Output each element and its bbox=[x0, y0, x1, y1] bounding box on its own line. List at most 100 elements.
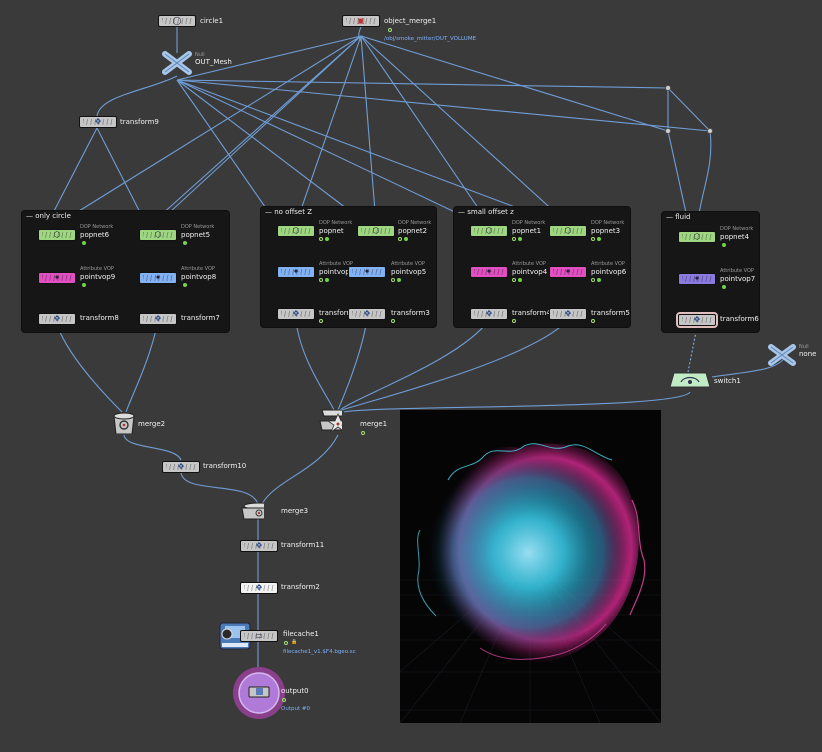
pointvop9-flag bbox=[82, 283, 86, 287]
transform3-label: transform3 bbox=[391, 309, 430, 317]
popnet2-flag-ring bbox=[398, 237, 402, 241]
transform11-node[interactable]: ✥ bbox=[240, 540, 278, 552]
pointvop-node[interactable]: ✦ bbox=[277, 266, 315, 278]
pointvop6-node[interactable]: ✦ bbox=[549, 266, 587, 278]
dop-icon: ⬡ bbox=[693, 232, 701, 241]
transform-icon: ✥ bbox=[255, 583, 263, 592]
viewport-render[interactable] bbox=[400, 410, 661, 723]
network-box-title: — only circle bbox=[26, 212, 71, 220]
transform9-node[interactable]: ✥ bbox=[79, 116, 117, 128]
popnet5-node[interactable]: ⬡ bbox=[139, 229, 177, 241]
popnet-type: DOP Network bbox=[319, 220, 353, 226]
popnet1-type: DOP Network bbox=[512, 220, 546, 226]
vop-icon: ✦ bbox=[53, 273, 61, 282]
popnet1-flag bbox=[518, 237, 522, 241]
pointvop4-flag bbox=[518, 278, 522, 282]
popnet6-node[interactable]: ⬡ bbox=[38, 229, 76, 241]
none-label: none bbox=[799, 350, 817, 358]
dop-icon: ⬡ bbox=[485, 226, 493, 235]
popnet2-flag bbox=[404, 237, 408, 241]
dop-icon: ⬡ bbox=[372, 226, 380, 235]
pointvop5-node[interactable]: ✦ bbox=[348, 266, 386, 278]
filecache1-label: filecache1 bbox=[283, 630, 319, 638]
dop-icon: ⬡ bbox=[564, 226, 572, 235]
merge2-label: merge2 bbox=[138, 420, 166, 428]
pointvop6-label: pointvop6 bbox=[591, 268, 627, 276]
object-merge1-flag bbox=[388, 28, 392, 32]
out-mesh-null-icon[interactable] bbox=[162, 51, 192, 75]
pointvop4-node[interactable]: ✦ bbox=[470, 266, 508, 278]
popnet3-node[interactable]: ⬡ bbox=[549, 225, 587, 237]
object-merge-icon: ▣ bbox=[357, 16, 365, 25]
pointvop5-label: pointvop5 bbox=[391, 268, 427, 276]
popnet2-node[interactable]: ⬡ bbox=[357, 225, 395, 237]
pointvop9-type: Attribute VOP bbox=[80, 266, 114, 272]
transform-icon: ✥ bbox=[154, 314, 162, 323]
transform5-node[interactable]: ✥ bbox=[549, 308, 587, 320]
transform10-label: transform10 bbox=[203, 462, 247, 470]
transform-label: transform bbox=[319, 309, 354, 317]
vop-icon: ✦ bbox=[564, 267, 572, 276]
transform-icon: ✥ bbox=[363, 309, 371, 318]
pointvop4-type: Attribute VOP bbox=[512, 261, 546, 267]
switch1-node[interactable] bbox=[669, 371, 711, 391]
object-merge1-path[interactable]: /obj/smoke_mitter/OUT_VOLLUME bbox=[384, 36, 477, 42]
object-merge1-node[interactable]: ▣ bbox=[342, 15, 380, 27]
popnet1-label: popnet1 bbox=[512, 227, 542, 235]
pointvop7-node[interactable]: ✦ bbox=[678, 273, 716, 285]
popnet4-type: DOP Network bbox=[720, 226, 754, 232]
transform10-node[interactable]: ✥ bbox=[162, 461, 200, 473]
network-box-title: — no offset Z bbox=[265, 208, 313, 216]
pointvop8-type: Attribute VOP bbox=[181, 266, 215, 272]
wire-dot-2[interactable] bbox=[665, 128, 671, 134]
transform11-label: transform11 bbox=[281, 541, 325, 549]
pointvop5-type: Attribute VOP bbox=[391, 261, 425, 267]
transform8-node[interactable]: ✥ bbox=[38, 313, 76, 325]
transform-icon: ✥ bbox=[177, 462, 185, 471]
wire-dot-1[interactable] bbox=[665, 85, 671, 91]
transform3-flag-ring bbox=[391, 319, 395, 323]
pointvop7-label: pointvop7 bbox=[720, 275, 756, 283]
output-icon[interactable] bbox=[232, 666, 286, 720]
filecache1-flag-ring bbox=[284, 641, 288, 645]
popnet3-type: DOP Network bbox=[591, 220, 625, 226]
merge3-node[interactable] bbox=[240, 502, 264, 526]
transform4-flag-ring bbox=[512, 319, 516, 323]
wire-dot-3[interactable] bbox=[707, 128, 713, 134]
popnet1-node[interactable]: ⬡ bbox=[470, 225, 508, 237]
merge1-node[interactable] bbox=[318, 408, 342, 432]
output0-label: output0 bbox=[281, 687, 309, 695]
pointvop9-node[interactable]: ✦ bbox=[38, 272, 76, 284]
transform-icon: ✥ bbox=[94, 117, 102, 126]
transform4-node[interactable]: ✥ bbox=[470, 308, 508, 320]
popnet6-type: DOP Network bbox=[80, 224, 114, 230]
pointvop9-label: pointvop9 bbox=[80, 273, 116, 281]
vop-icon: ✦ bbox=[154, 273, 162, 282]
filecache1-path[interactable]: filecache1_v1.$F4.bgeo.sc bbox=[283, 649, 356, 655]
transform2-node[interactable]: ✥ bbox=[240, 582, 278, 594]
pointvop6-flag bbox=[597, 278, 601, 282]
circle-icon: ◯ bbox=[172, 16, 182, 25]
popnet3-label: popnet3 bbox=[591, 227, 621, 235]
popnet2-label: popnet2 bbox=[398, 227, 428, 235]
object-merge1-label: object_merge1 bbox=[384, 17, 437, 25]
transform3-node[interactable]: ✥ bbox=[348, 308, 386, 320]
popnet4-node[interactable]: ⬡ bbox=[678, 231, 716, 243]
filecache1-node[interactable]: ▭ bbox=[240, 630, 278, 642]
circle1-node[interactable]: ◯ bbox=[158, 15, 196, 27]
merge2-node[interactable] bbox=[112, 410, 136, 434]
pointvop8-node[interactable]: ✦ bbox=[139, 272, 177, 284]
transform5-flag-ring bbox=[591, 319, 595, 323]
pointvop6-type: Attribute VOP bbox=[591, 261, 625, 267]
transform-icon: ✥ bbox=[255, 541, 263, 550]
vop-icon: ✦ bbox=[292, 267, 300, 276]
transform7-node[interactable]: ✥ bbox=[139, 313, 177, 325]
transform-node[interactable]: ✥ bbox=[277, 308, 315, 320]
transform4-label: transform4 bbox=[512, 309, 551, 317]
transform6-node[interactable]: ✥ bbox=[676, 312, 718, 328]
none-null-icon[interactable] bbox=[768, 344, 796, 366]
popnet5-flag bbox=[183, 241, 187, 245]
popnet2-type: DOP Network bbox=[398, 220, 432, 226]
popnet-node[interactable]: ⬡ bbox=[277, 225, 315, 237]
